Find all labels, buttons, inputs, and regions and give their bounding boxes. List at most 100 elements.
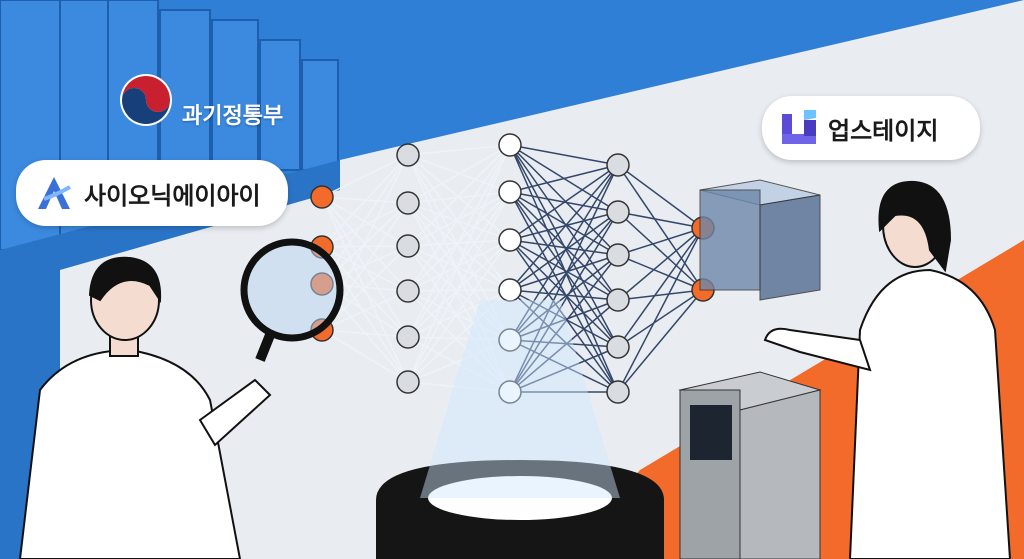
network-connection (509, 289, 619, 301)
upstage-logo-icon (782, 110, 816, 144)
network-connection (617, 254, 704, 291)
network-connection (509, 299, 619, 341)
network-connection (407, 191, 511, 383)
scientist-right (763, 180, 1012, 559)
network-connection (509, 254, 619, 341)
network-connection (407, 144, 511, 247)
network-connection (407, 202, 511, 291)
network-node (498, 328, 522, 352)
network-connection (321, 196, 409, 383)
network-connection (407, 245, 511, 291)
network-node (498, 380, 522, 404)
network-connection (509, 164, 619, 193)
network-connection (321, 154, 409, 248)
upstage-name: 업스테이지 (828, 116, 939, 145)
network-connection (509, 239, 619, 301)
network-node (396, 325, 420, 349)
network-node (606, 380, 630, 404)
network-connection (321, 290, 409, 331)
network-connection (407, 202, 511, 341)
network-connection (407, 144, 511, 156)
network-connection (321, 196, 409, 247)
glass-cube (699, 179, 821, 301)
network-connection (509, 346, 619, 393)
sionic-name: 사이오닉에이아이 (84, 181, 261, 210)
network-connection (407, 290, 511, 393)
network-connection (407, 202, 511, 241)
network-connection (509, 164, 619, 291)
network-connection (509, 339, 619, 393)
network-connection (407, 339, 511, 383)
network-connection (509, 339, 619, 348)
network-node (396, 191, 420, 215)
network-connection (321, 202, 409, 248)
network-connection (509, 254, 619, 291)
network-connection (321, 245, 409, 248)
network-connection (509, 289, 619, 393)
network-connection (617, 211, 704, 229)
scientist-left (18, 238, 344, 559)
neural-network (310, 133, 715, 404)
network-connection (509, 164, 619, 341)
network-connection (407, 245, 511, 393)
ministry-label: 과기정통부 (118, 70, 283, 130)
network-connection (321, 329, 409, 338)
network-connection (509, 289, 619, 348)
network-connection (321, 246, 409, 292)
network-connection (321, 154, 409, 285)
network-connection (407, 336, 511, 393)
network-connection (407, 336, 511, 341)
network-connection (509, 211, 619, 393)
network-connection (407, 289, 511, 338)
network-connection (509, 299, 619, 393)
network-node (498, 133, 522, 157)
network-connection (617, 211, 704, 291)
network-node (396, 279, 420, 303)
network-connection (407, 144, 511, 383)
network-connection (617, 164, 704, 229)
network-connection (509, 239, 619, 393)
network-connection (617, 227, 704, 301)
network-connection (509, 239, 619, 348)
pedestal (376, 300, 664, 559)
network-connection (509, 164, 619, 393)
network-connection (617, 289, 704, 393)
network-connection (617, 164, 704, 291)
network-connection (509, 144, 619, 301)
network-node (606, 153, 630, 177)
network-connection (509, 144, 619, 166)
network-connection (617, 289, 704, 301)
network-connection (509, 211, 619, 291)
network-connection (617, 227, 704, 348)
network-node (498, 228, 522, 252)
network-connection (407, 144, 511, 292)
upstage-label: 업스테이지 (762, 96, 980, 160)
network-connection (407, 289, 511, 383)
network-node (606, 288, 630, 312)
network-connection (509, 164, 619, 241)
network-connection (407, 381, 511, 393)
network-connection (617, 227, 704, 393)
ministry-name: 과기정통부 (182, 104, 284, 129)
network-connection (509, 239, 619, 256)
sionic-logo-icon (38, 177, 71, 209)
network-connection (509, 191, 619, 256)
network-connection (617, 227, 704, 256)
network-connection (509, 191, 619, 393)
network-node (606, 243, 630, 267)
network-connection (407, 154, 511, 291)
network-connection (407, 144, 511, 204)
network-node (396, 370, 420, 394)
network-connection (407, 290, 511, 341)
network-node (498, 278, 522, 302)
network-connection (407, 239, 511, 383)
server-cube (678, 371, 822, 559)
network-node (396, 143, 420, 167)
network-node (606, 200, 630, 224)
network-connection (617, 289, 704, 348)
network-connection (407, 245, 511, 341)
network-node (310, 185, 334, 209)
network-connection (509, 191, 619, 301)
network-connection (321, 154, 409, 198)
sionic-label: 사이오닉에이아이 (16, 160, 288, 226)
